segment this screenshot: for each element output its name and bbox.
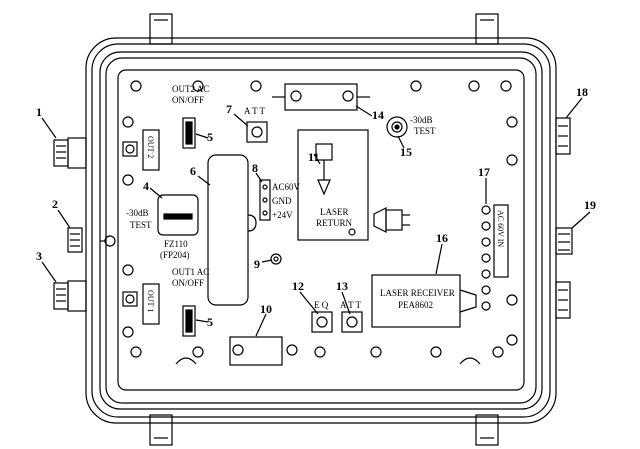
callout-7: 7 (226, 102, 232, 116)
bracket-10 (229, 336, 283, 366)
att-top-pad (246, 121, 268, 143)
callout-14: 14 (372, 108, 384, 122)
top-hinge-right (475, 13, 499, 45)
laser-receiver-module (371, 274, 461, 328)
callout-6: 6 (190, 164, 196, 178)
connector-3 (53, 280, 87, 312)
housing-outer-2 (91, 43, 551, 418)
module-6 (207, 154, 249, 306)
connector-right-lower (555, 281, 571, 319)
plus24v-label: +24V (272, 210, 293, 220)
test-port-15 (386, 116, 408, 138)
out2-ac-label-1: OUT2 AC (172, 84, 209, 94)
test-point-9 (270, 253, 282, 265)
callout-12: 12 (292, 279, 304, 293)
test-left-label-2: TEST (130, 220, 152, 230)
callout-5-top: 5 (207, 130, 213, 144)
test-right-label-2: TEST (414, 126, 436, 136)
out1-ac-switch (182, 305, 196, 337)
laser-return-label-2: RETURN (316, 218, 353, 228)
callout-17: 17 (478, 165, 490, 179)
out1-vertical-label: OUT 1 (146, 290, 155, 312)
pea8602-label: PEA8602 (398, 300, 433, 310)
top-hinge-left (149, 13, 173, 45)
att-top-label: A T T (244, 106, 266, 116)
callout-19: 19 (584, 198, 596, 212)
ac60v-label: AC60V (272, 182, 301, 192)
callout-8: 8 (252, 161, 258, 175)
out1-square-port (122, 291, 138, 307)
housing-inner (99, 51, 543, 410)
laser-receiver-label: LASER RECEIVER (380, 288, 455, 298)
laser-return-module (297, 129, 369, 241)
gnd-label: GND (272, 196, 292, 206)
callout-3: 3 (36, 249, 42, 263)
bottom-hinge-right (475, 414, 499, 446)
att-bottom-pad (341, 311, 363, 333)
eq-pad (311, 311, 333, 333)
power-terminal-strip (259, 179, 271, 221)
out2-ac-label-2: ON/OFF (172, 95, 204, 105)
out1-ac-label-1: OUT1 AC (172, 267, 209, 277)
callout-11: 11 (308, 150, 319, 164)
callout-2: 2 (52, 197, 58, 211)
att-bottom-label: A T T (340, 300, 362, 310)
ac60v-in-vertical-label: AC 60V IN (496, 210, 505, 247)
ac-input-holes (481, 205, 491, 311)
leader-lines (41, 97, 591, 337)
callout-1: 1 (36, 105, 42, 119)
laser-return-label-1: LASER (320, 207, 349, 217)
callout-15: 15 (400, 145, 412, 159)
fp204-label: (FP204) (160, 250, 190, 260)
callout-4: 4 (143, 179, 149, 193)
callout-18: 18 (576, 85, 588, 99)
ac60v-in-strip (493, 204, 509, 278)
test-left-label-1: -30dB (126, 208, 149, 218)
out1-ac-label-2: ON/OFF (172, 278, 204, 288)
bracket-14 (284, 83, 358, 111)
callout-13: 13 (336, 279, 348, 293)
callout-9: 9 (254, 257, 260, 271)
out2-strip (142, 129, 160, 171)
fz110-label: FZ110 (164, 239, 188, 249)
fz110-module (157, 194, 199, 236)
out1-strip (142, 283, 160, 325)
connector-19 (555, 227, 573, 255)
out2-ac-switch (182, 117, 196, 149)
inner-panel (117, 69, 525, 391)
bottom-hinge-left (149, 414, 173, 446)
callout-16: 16 (436, 231, 448, 245)
callout-5-bottom: 5 (207, 315, 213, 329)
test-right-label-1: -30dB (410, 115, 433, 125)
out2-vertical-label: OUT 2 (146, 136, 155, 158)
connector-2 (67, 227, 83, 253)
out2-square-port (122, 141, 138, 157)
connector-1 (53, 137, 87, 169)
callout-10: 10 (260, 302, 272, 316)
connector-18 (555, 117, 571, 155)
housing-inner-2 (105, 57, 537, 404)
eq-label: E Q (314, 300, 329, 310)
screws (122, 80, 518, 358)
